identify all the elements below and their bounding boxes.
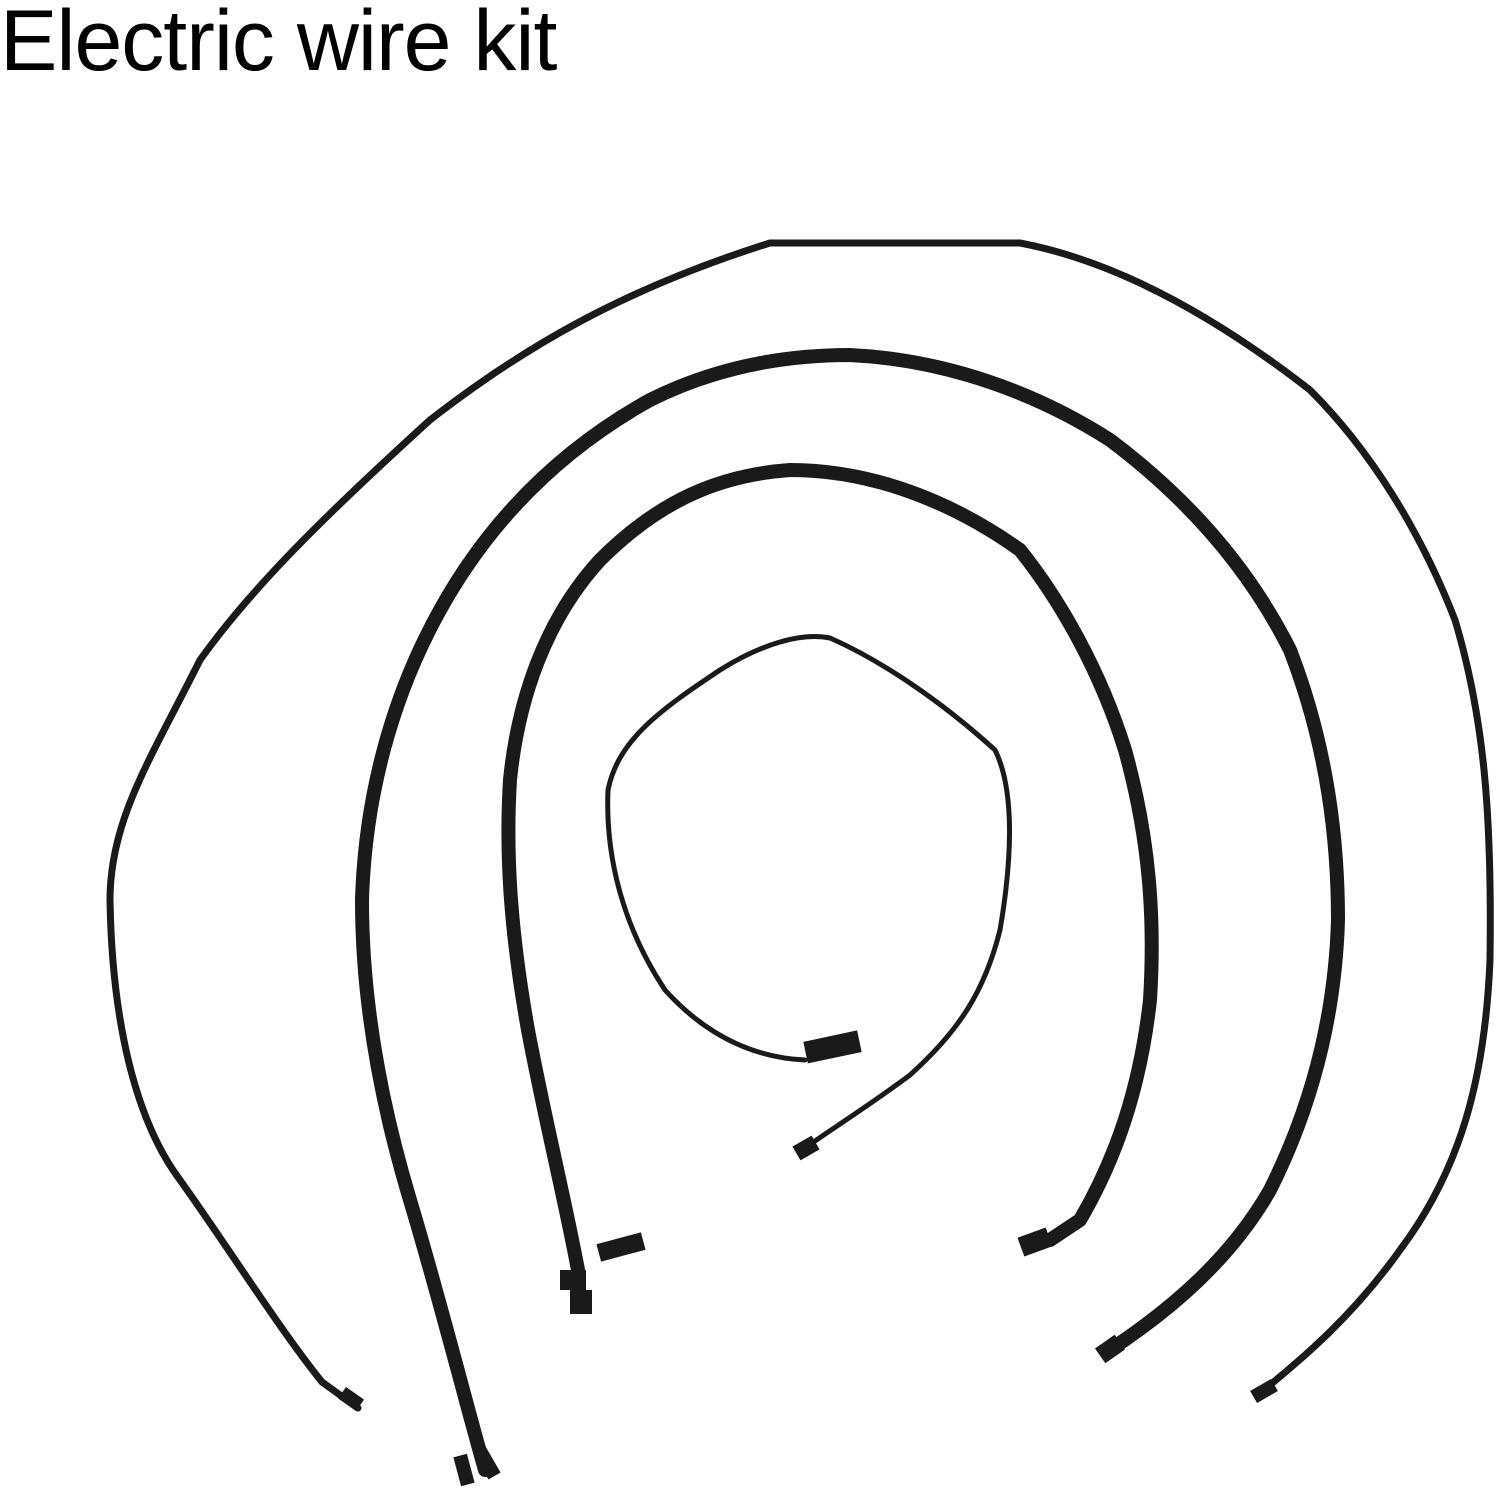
connector: [1017, 1227, 1053, 1257]
connector: [803, 1030, 862, 1064]
connector: [596, 1232, 646, 1262]
outer-wire: [106, 239, 1494, 1412]
connector: [1250, 1378, 1278, 1404]
connector: [560, 1270, 586, 1290]
product-title: Electric wire kit: [0, 0, 557, 89]
inner-wire: [605, 634, 1012, 1161]
second-wire: [355, 348, 1345, 1487]
connector: [792, 1135, 820, 1161]
connector: [453, 1453, 475, 1487]
connector: [337, 1386, 365, 1412]
third-wire: [501, 463, 1159, 1314]
connector: [570, 1290, 592, 1314]
connector: [1095, 1334, 1125, 1364]
connector: [473, 1446, 501, 1480]
